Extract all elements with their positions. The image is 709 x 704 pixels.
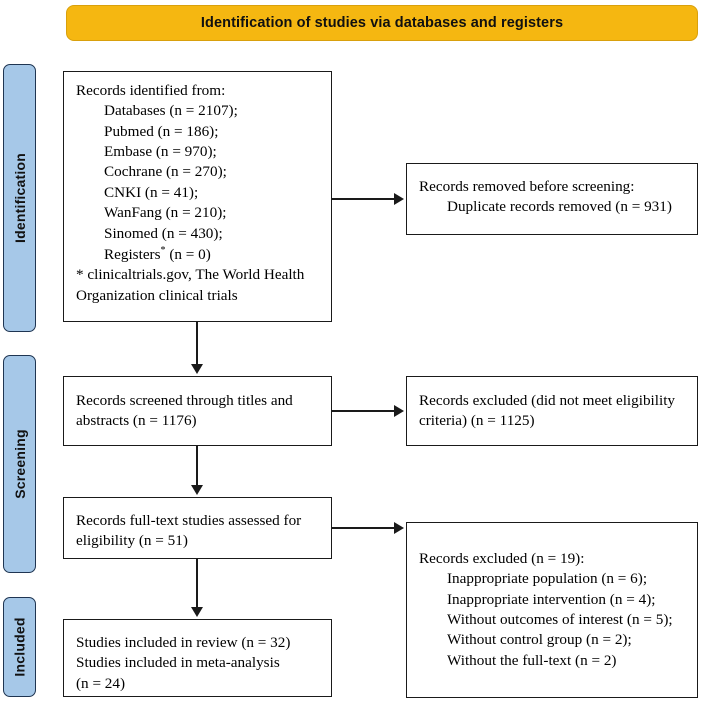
arrow-right-icon <box>394 193 404 205</box>
stage-label-identification: Identification <box>3 64 36 332</box>
records-identified-item: Embase (n = 970); <box>104 143 217 161</box>
records-identified-item: WanFang (n = 210); <box>104 204 227 222</box>
records-identified-item: Cochrane (n = 270); <box>104 163 227 181</box>
arrow-down-icon <box>191 607 203 617</box>
connector-screened-to-fulltext <box>196 446 198 487</box>
connector-fulltext-to-included <box>196 559 198 609</box>
connector-fulltext-to-excluded <box>332 527 396 529</box>
studies-included-meta-count: (n = 24) <box>76 674 126 692</box>
box-records-excluded-eligibility: Records excluded (n = 19): Inappropriate… <box>406 522 698 698</box>
records-identified-item: Sinomed (n = 430); <box>104 224 223 242</box>
records-excluded-eligibility-item: Inappropriate population (n = 6); <box>447 570 648 588</box>
records-excluded-screening-text: Records excluded (did not meet eligibili… <box>419 392 679 430</box>
records-removed-heading: Records removed before screening: <box>419 178 635 195</box>
connector-identified-to-removed <box>332 198 396 200</box>
connector-identified-to-screened <box>196 322 198 366</box>
records-removed-item: Duplicate records removed (n = 931) <box>447 198 672 216</box>
diagram-banner: Identification of studies via databases … <box>66 5 698 41</box>
arrow-down-icon <box>191 364 203 374</box>
records-screened-text: Records screened through titles and abst… <box>76 392 297 430</box>
studies-included-meta: Studies included in meta-analysis <box>76 654 280 672</box>
connector-screened-to-excluded <box>332 410 396 412</box>
box-fulltext-assessed: Records full-text studies assessed for e… <box>63 497 332 559</box>
records-excluded-eligibility-item: Without the full-text (n = 2) <box>447 651 617 669</box>
records-identified-heading: Records identified from: <box>76 82 226 99</box>
records-identified-footnote: * clinicaltrials.gov, The World Health O… <box>76 266 309 304</box>
records-excluded-eligibility-item: Inappropriate intervention (n = 4); <box>447 590 656 608</box>
fulltext-assessed-text: Records full-text studies assessed for e… <box>76 512 306 550</box>
arrow-right-icon <box>394 522 404 534</box>
box-studies-included: Studies included in review (n = 32) Stud… <box>63 619 332 697</box>
box-records-excluded-screening: Records excluded (did not meet eligibili… <box>406 376 698 446</box>
records-excluded-eligibility-heading: Records excluded (n = 19): <box>419 550 585 567</box>
records-identified-item: CNKI (n = 41); <box>104 183 199 201</box>
box-records-removed: Records removed before screening: Duplic… <box>406 163 698 235</box>
registers-count: (n = 0) <box>165 245 211 263</box>
records-excluded-eligibility-item: Without outcomes of interest (n = 5); <box>447 611 673 629</box>
registers-footnote-marker: * <box>160 244 166 256</box>
stage-included-text: Included <box>11 617 28 677</box>
registers-label: Registers <box>104 245 161 263</box>
records-identified-registers: Registers* (n = 0) <box>76 244 320 265</box>
studies-included-review: Studies included in review (n = 32) <box>76 634 291 651</box>
records-excluded-eligibility-item: Without control group (n = 2); <box>447 631 632 649</box>
records-identified-item: Pubmed (n = 186); <box>104 122 219 140</box>
records-identified-item: Databases (n = 2107); <box>104 102 238 120</box>
box-records-screened: Records screened through titles and abst… <box>63 376 332 446</box>
stage-screening-text: Screening <box>11 429 28 499</box>
arrow-down-icon <box>191 485 203 495</box>
stage-label-screening: Screening <box>3 355 36 573</box>
arrow-right-icon <box>394 405 404 417</box>
stage-label-included: Included <box>3 597 36 697</box>
box-records-identified: Records identified from: Databases (n = … <box>63 71 332 322</box>
stage-identification-text: Identification <box>11 153 28 243</box>
banner-title: Identification of studies via databases … <box>200 15 564 31</box>
